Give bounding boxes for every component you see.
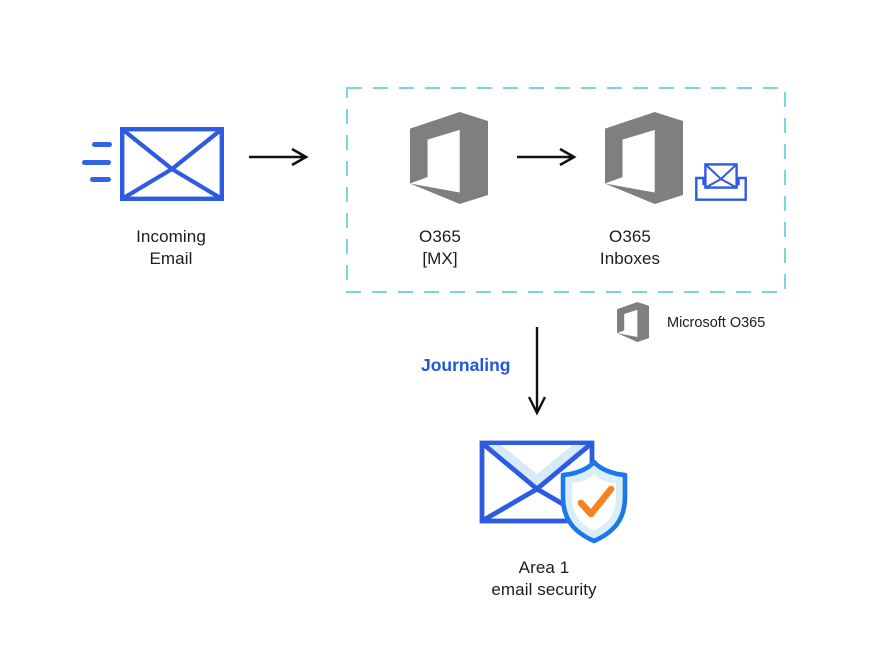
inbox-tray-envelope-icon xyxy=(695,163,747,201)
o365-mx-label-line1: O365 xyxy=(419,227,461,246)
office-logo-icon xyxy=(605,112,683,204)
o365-mx-label: O365 [MX] xyxy=(365,226,515,270)
area1-label-line2: email security xyxy=(491,580,597,599)
microsoft-o365-legend-label: Microsoft O365 xyxy=(667,315,766,331)
speed-line-icon xyxy=(90,177,111,182)
area1-label-line1: Area 1 xyxy=(518,558,570,577)
o365-mx-label-line2: [MX] xyxy=(422,249,458,268)
arrow-right-icon xyxy=(517,147,577,167)
incoming-email-label: Incoming Email xyxy=(96,226,246,270)
arrow-right-icon xyxy=(249,147,309,167)
speed-line-icon xyxy=(92,142,112,147)
incoming-envelope-icon xyxy=(120,127,224,201)
journaling-label: Journaling xyxy=(421,355,511,375)
o365-inboxes-label: O365 Inboxes xyxy=(555,226,705,270)
o365-inboxes-label-line2: Inboxes xyxy=(599,249,661,268)
office-logo-icon xyxy=(410,112,488,204)
incoming-email-label-line1: Incoming xyxy=(136,227,206,246)
o365-group-dashed-box xyxy=(346,87,786,293)
o365-inboxes-label-line1: O365 xyxy=(609,227,651,246)
envelope-shield-check-icon xyxy=(479,440,628,544)
incoming-email-label-line2: Email xyxy=(149,249,193,268)
area1-label: Area 1 email security xyxy=(469,557,619,601)
arrow-down-icon xyxy=(527,327,547,416)
office-logo-icon xyxy=(617,302,649,342)
speed-line-icon xyxy=(82,160,111,165)
